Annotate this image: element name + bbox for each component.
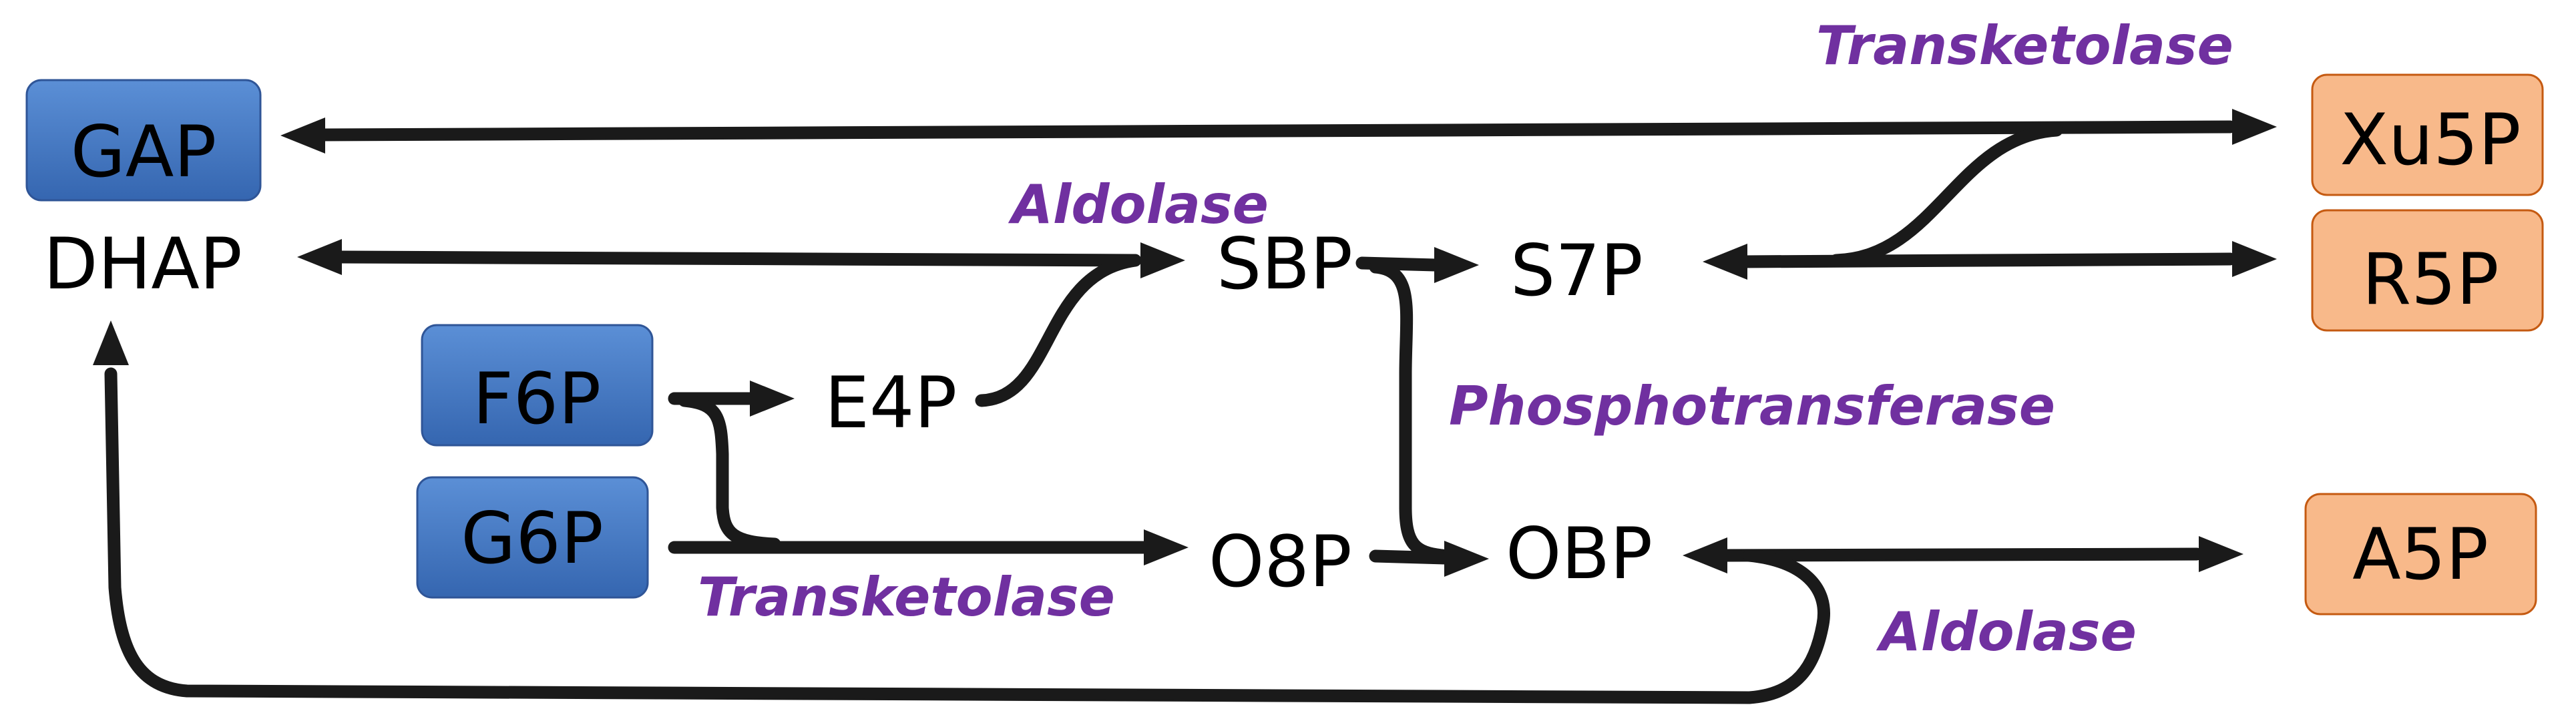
gap-node: GAP	[25, 79, 262, 202]
a5p-node: A5P	[2304, 493, 2537, 616]
transketolase-top-curve	[1830, 124, 2063, 267]
g6p-o8p-arrow	[668, 529, 1189, 565]
transketolase-bottom-bracket	[678, 394, 781, 551]
o8p-label: O8P	[1209, 521, 1352, 603]
e4p-label: E4P	[825, 362, 957, 444]
xu5p-node: Xu5P	[2311, 73, 2544, 196]
aldolase-bottom-label: Aldolase	[1876, 601, 2137, 663]
dhap-label: DHAP	[43, 223, 242, 305]
a5p-label: A5P	[2352, 513, 2489, 595]
s7p-r5p-arrow	[1703, 241, 2277, 280]
s7p-label: S7P	[1510, 230, 1643, 312]
transketolase-bottom-label: Transketolase	[698, 566, 1115, 628]
e4p-sbp-curve	[975, 254, 1142, 407]
aldolase-top-label: Aldolase	[1008, 174, 1269, 236]
f6p-node: F6P	[421, 324, 654, 447]
f6p-label: F6P	[473, 358, 601, 440]
obp-a5p-arrow	[1683, 536, 2243, 573]
g6p-label: G6P	[461, 497, 604, 579]
obp-dhap-return	[104, 367, 1830, 704]
phosphotransferase-bracket	[1369, 260, 1449, 562]
gap-label: GAP	[71, 111, 217, 193]
xu5p-label: Xu5P	[2340, 99, 2521, 181]
r5p-label: R5P	[2362, 238, 2499, 320]
dhap-sbp-arrow	[297, 239, 1185, 278]
sbp-label: SBP	[1217, 223, 1353, 305]
gap-xu5p-arrow	[280, 109, 2277, 154]
phosphotransferase-label: Phosphotransferase	[1449, 375, 2055, 437]
transketolase-top-label: Transketolase	[1816, 15, 2233, 77]
o8p-obp-arrow	[1369, 541, 1489, 577]
g6p-node: G6P	[416, 476, 649, 599]
dhap-return-arrowhead	[93, 320, 129, 365]
obp-label: OBP	[1506, 513, 1653, 595]
r5p-node: R5P	[2311, 209, 2544, 332]
